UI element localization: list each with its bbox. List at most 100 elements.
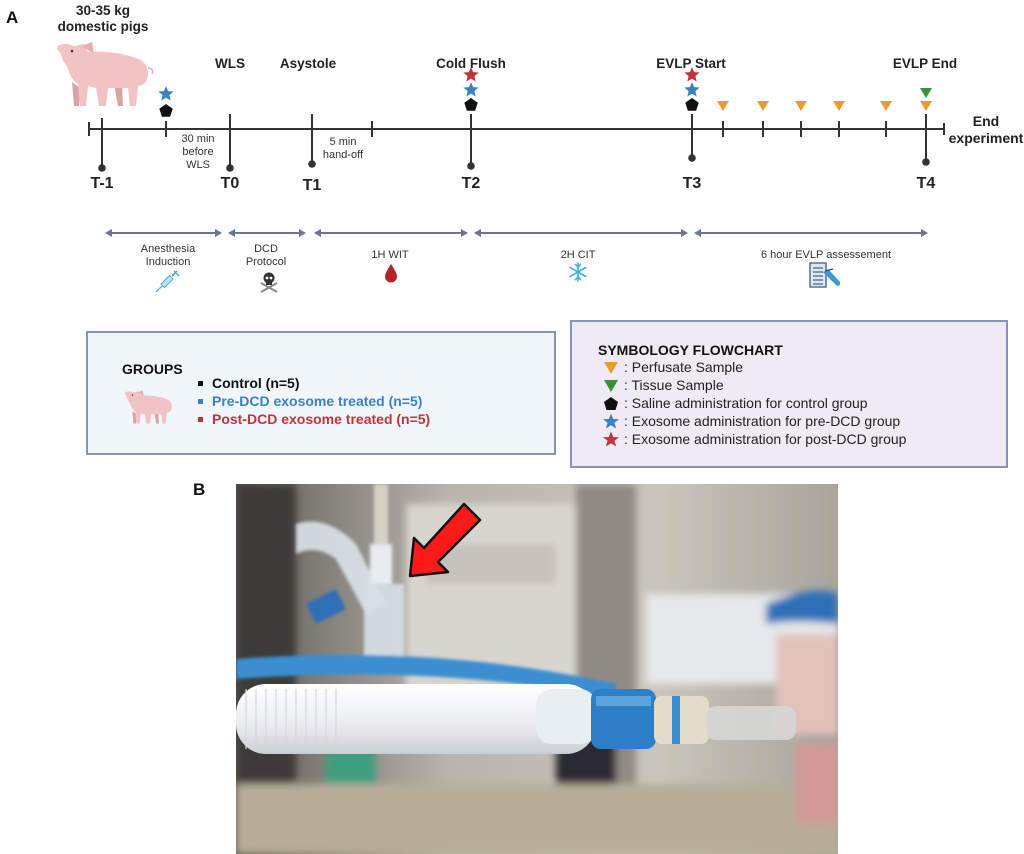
group-label: Pre-DCD exosome treated (n=5) <box>212 393 423 409</box>
phase-label-evlp: 6 hour EVLP assessement <box>760 249 892 261</box>
green-triangle-icon <box>604 380 618 392</box>
timepoint-label-t4: T4 <box>916 175 936 192</box>
event-label-evlp-end: EVLP End <box>892 56 958 71</box>
pig-icon <box>57 42 154 106</box>
phase-label-cit: 2H CIT <box>560 249 596 261</box>
black-pentagon-icon <box>464 98 478 111</box>
note-line: 5 min <box>329 136 357 148</box>
end-label-line: End <box>972 113 1000 129</box>
symbology-label: : Perfusate Sample <box>624 359 744 375</box>
symbology-title: SYMBOLOGY FLOWCHART <box>598 342 783 358</box>
event-label-evlp-start: EVLP Start <box>656 56 726 71</box>
panel-a-label: A <box>6 8 19 27</box>
note-hand-off: 5 min hand-off <box>310 136 376 162</box>
timeline <box>88 67 945 237</box>
symbology-label: : Saline administration for control grou… <box>624 395 868 411</box>
black-pentagon-icon <box>159 104 173 117</box>
subject-species: domestic pigs <box>57 19 149 34</box>
timeline-axis <box>88 114 945 172</box>
timeline-markers <box>158 67 932 117</box>
phase-arrow-left-head <box>474 229 481 237</box>
symbology-label: : Tissue Sample <box>624 377 724 393</box>
phase-label-wit: 1H WIT <box>371 249 409 261</box>
phase-label-dcd: DCD Protocol <box>236 243 296 269</box>
timepoint-dot <box>467 162 475 170</box>
syringe-icon <box>155 270 180 293</box>
symbology-box: SYMBOLOGY FLOWCHART : Perfusate Sample :… <box>570 320 1008 468</box>
timepoint-dot <box>226 164 234 172</box>
symbology-item-pre-dcd: : Exosome administration for pre-DCD gro… <box>602 413 900 429</box>
green-triangle-icon <box>920 88 932 98</box>
phase-arrow-left-head <box>105 229 112 237</box>
black-pentagon-icon <box>604 397 618 410</box>
bullet-icon <box>198 416 203 422</box>
note-line: 30 min <box>181 133 215 145</box>
event-label-wls: WLS <box>215 56 245 71</box>
timepoint-label-t-1: T-1 <box>90 175 114 192</box>
phase-label-line: Induction <box>145 256 191 268</box>
phase-label-line: DCD <box>254 243 278 255</box>
timepoint-dot <box>922 158 930 166</box>
snowflake-icon <box>569 262 587 282</box>
panel-b-label: B <box>193 480 206 499</box>
timepoint-label-t2: T2 <box>461 175 481 192</box>
end-label-line: experiment <box>948 130 1024 146</box>
groups-title: GROUPS <box>122 361 183 377</box>
red-star-icon <box>463 67 479 82</box>
phase-arrow-left-head <box>228 229 235 237</box>
timepoint-label-t0: T0 <box>220 175 240 192</box>
phase-label-anesthesia: Anesthesia Induction <box>126 243 210 269</box>
orange-triangle-icon <box>920 101 932 111</box>
group-item-control: Control (n=5) <box>198 375 300 391</box>
note-line: WLS <box>186 159 210 171</box>
photo-scene <box>236 484 838 854</box>
subject-weight: 30-35 kg <box>75 3 131 18</box>
timepoint-dot <box>688 154 696 162</box>
blue-star-icon <box>463 82 479 97</box>
red-star-icon <box>684 67 700 82</box>
phase-arrow-left-head <box>694 229 701 237</box>
phase-arrow-left-head <box>314 229 321 237</box>
phase-arrow-right-head <box>461 229 468 237</box>
phase-arrow-right-head <box>681 229 688 237</box>
bullet-icon <box>198 398 203 404</box>
event-label-asystole: Asystole <box>279 56 337 71</box>
ventilator-photo <box>236 484 838 854</box>
timepoint-dot <box>308 160 316 168</box>
blood-drop-icon <box>385 264 397 283</box>
red-star-icon <box>603 431 619 447</box>
end-experiment-label: End experiment <box>946 113 1024 147</box>
phase-label-line: Anesthesia <box>140 243 196 255</box>
orange-triangle-icon <box>717 101 729 111</box>
bullet-icon <box>198 380 203 386</box>
black-pentagon-icon <box>685 98 699 111</box>
phase-arrows <box>105 229 928 237</box>
phase-arrow-right-head <box>215 229 222 237</box>
skull-crossbones-icon <box>260 272 278 293</box>
orange-triangle-icon <box>795 101 807 111</box>
blue-star-icon <box>158 86 174 101</box>
group-item-pre-dcd: Pre-DCD exosome treated (n=5) <box>198 393 422 409</box>
timepoint-dot <box>98 164 106 172</box>
orange-triangle-icon <box>833 101 845 111</box>
phase-arrow-right-head <box>921 229 928 237</box>
phase-arrow-right-head <box>299 229 306 237</box>
orange-triangle-icon <box>604 362 618 374</box>
orange-triangle-icon <box>757 101 769 111</box>
groups-box: GROUPS Control (n=5) Pre-DCD exosome tre… <box>86 331 556 455</box>
group-item-post-dcd: Post-DCD exosome treated (n=5) <box>198 411 430 427</box>
phase-label-line: Protocol <box>245 256 287 268</box>
event-label-cold-flush: Cold Flush <box>436 56 506 71</box>
timepoint-label-t3: T3 <box>682 175 702 192</box>
symbology-item-saline: : Saline administration for control grou… <box>602 395 868 411</box>
orange-triangle-icon <box>880 101 892 111</box>
note-line: hand-off <box>322 149 364 161</box>
symbology-item-tissue: : Tissue Sample <box>602 377 724 393</box>
subject-label: 30-35 kg domestic pigs <box>48 3 158 35</box>
timepoint-label-t1: T1 <box>302 177 322 194</box>
symbology-label: : Exosome administration for post-DCD gr… <box>624 431 907 447</box>
symbology-label: : Exosome administration for pre-DCD gro… <box>624 413 901 429</box>
group-label: Post-DCD exosome treated (n=5) <box>212 411 431 427</box>
clipboard-pen-icon <box>809 262 841 288</box>
blue-star-icon <box>684 82 700 97</box>
